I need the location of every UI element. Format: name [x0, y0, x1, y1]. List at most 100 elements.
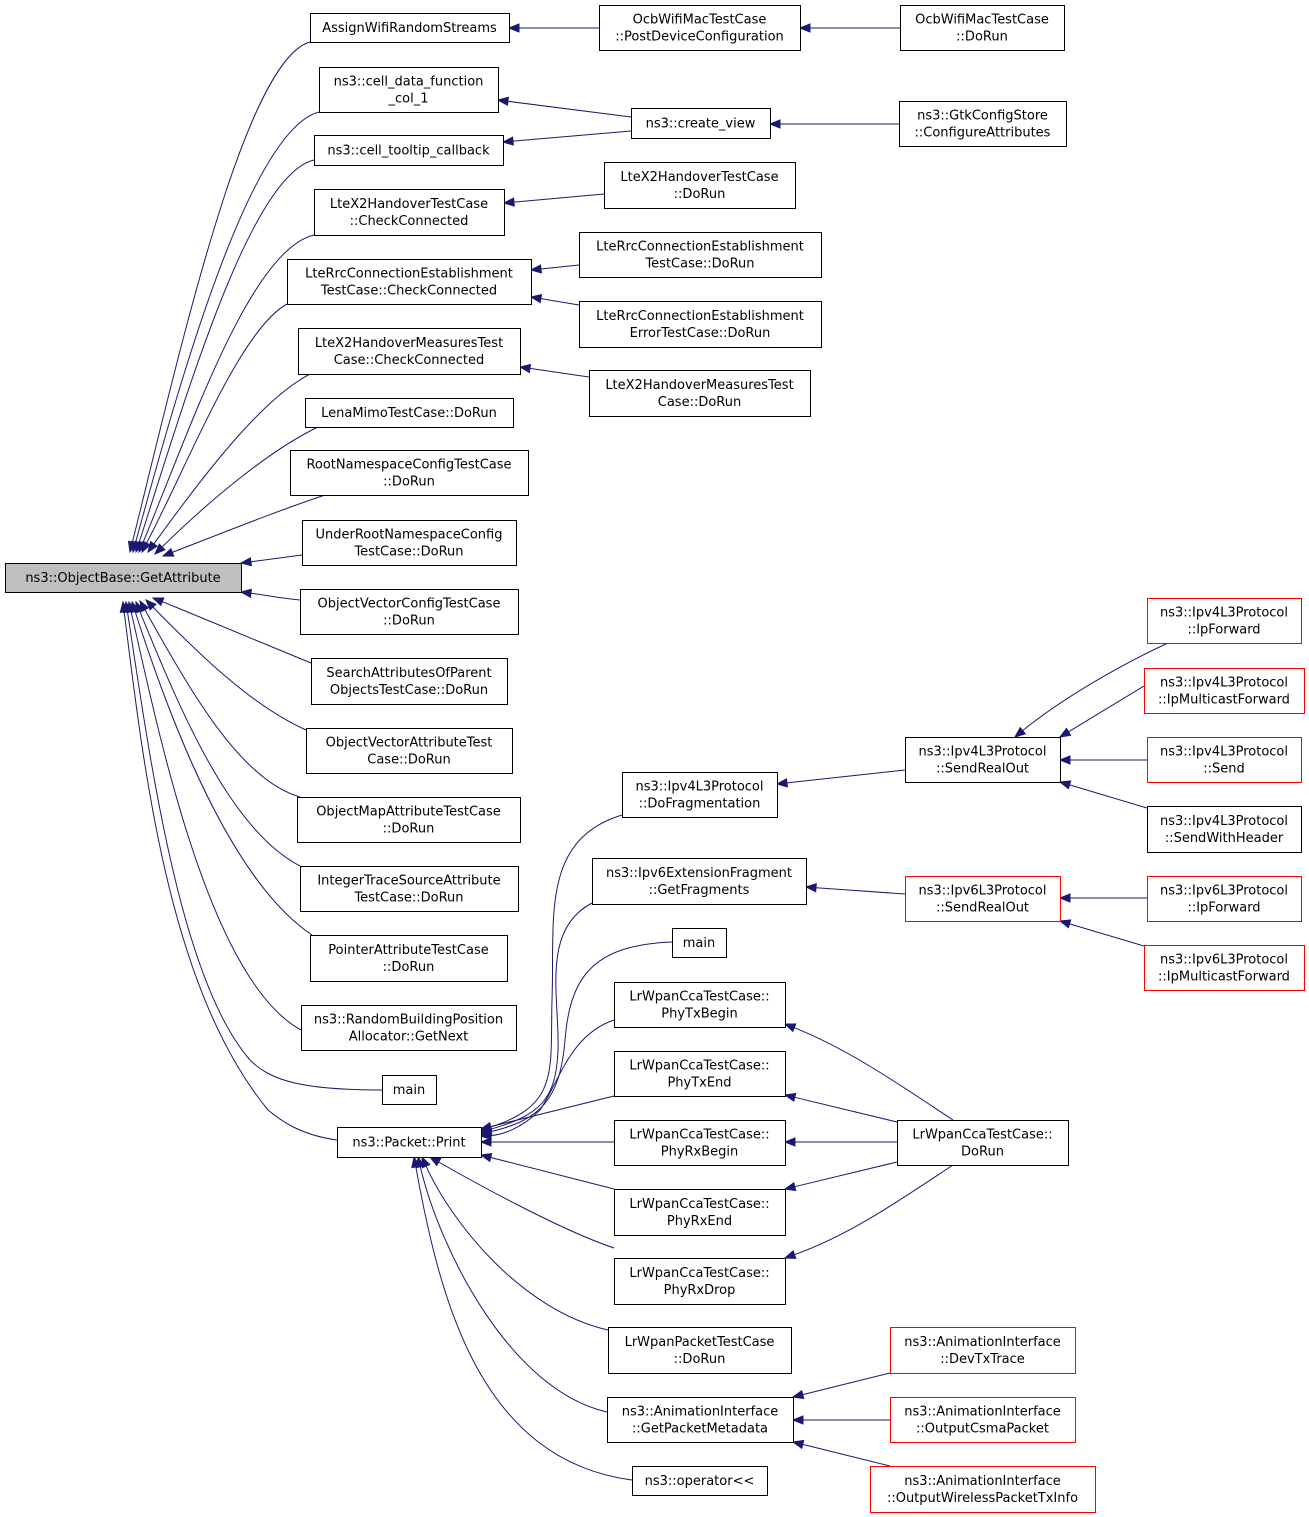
node-ns3-ipv4l3protocol-ipmulticastforward[interactable]: ns3::Ipv4L3Protocol::IpMulticastForward	[1144, 668, 1305, 714]
node-lrwpanccatestcase-phyrxbegin[interactable]: LrWpanCcaTestCase::PhyRxBegin	[614, 1120, 786, 1166]
node-label: ::OutputWirelessPacketTxInfo	[887, 1491, 1078, 1506]
node-lrwpanpackettestcase-dorun[interactable]: LrWpanPacketTestCase::DoRun	[608, 1327, 792, 1374]
arrowhead-icon	[479, 1121, 493, 1132]
node-label: ::CheckConnected	[350, 214, 469, 229]
node-label: Case::DoRun	[658, 395, 741, 410]
node-main[interactable]: main	[382, 1075, 437, 1105]
node-box	[890, 1327, 1076, 1374]
node-label: ns3::create_view	[646, 117, 756, 132]
node-box	[314, 189, 505, 236]
node-box	[905, 876, 1061, 922]
node-assignwifirandomstreams[interactable]: AssignWifiRandomStreams	[310, 13, 510, 43]
node-label: ::GetPacketMetadata	[632, 1422, 768, 1437]
node-lterrcconnectionestablishment-testcase-checkconnected[interactable]: LteRrcConnectionEstablishmentTestCase::C…	[287, 259, 532, 305]
edge-n38-to-n26	[479, 1019, 615, 1141]
node-ns3-ipv4l3protocol-sendrealout[interactable]: ns3::Ipv4L3Protocol::SendRealOut	[905, 737, 1061, 783]
arrowhead-icon	[783, 1092, 797, 1103]
node-ocbwifimactestcase-dorun[interactable]: OcbWifiMacTestCase::DoRun	[900, 5, 1065, 51]
node-ns3-ipv6l3protocol-sendrealout[interactable]: ns3::Ipv6L3Protocol::SendRealOut	[905, 876, 1061, 922]
node-box	[301, 1005, 517, 1051]
node-ltex2handovermeasurestest-case-checkconnected[interactable]: LteX2HandoverMeasuresTestCase::CheckConn…	[298, 328, 521, 375]
edge-n40-to-n26	[479, 1095, 615, 1132]
edge-n44-to-n26	[421, 1155, 609, 1331]
edge-n30-to-n28	[1058, 685, 1145, 738]
node-ns3-ipv6l3protocol-ipmulticastforward[interactable]: ns3::Ipv6L3Protocol::IpMulticastForward	[1144, 945, 1305, 991]
node-integertracesourceattribute-testcase-dorun[interactable]: IntegerTraceSourceAttributeTestCase::DoR…	[300, 866, 519, 912]
node-label: LrWpanCcaTestCase::	[629, 1128, 769, 1143]
node-ns3-ipv4l3protocol-sendwithheader[interactable]: ns3::Ipv4L3Protocol::SendWithHeader	[1147, 806, 1302, 853]
node-ns3-randombuildingposition-allocator-getnext[interactable]: ns3::RandomBuildingPositionAllocator::Ge…	[301, 1005, 517, 1051]
arrowhead-icon	[507, 23, 520, 33]
node-ns3-cell-data-function-col-1[interactable]: ns3::cell_data_function_col_1	[319, 67, 499, 113]
node-label: RootNamespaceConfigTestCase	[306, 458, 511, 473]
node-label: ns3::AnimationInterface	[904, 1405, 1061, 1420]
node-ns3-animationinterface-getpacketmetadata[interactable]: ns3::AnimationInterface::GetPacketMetada…	[607, 1397, 794, 1443]
edge-n32-to-n28	[1058, 780, 1148, 809]
node-label: LteX2HandoverTestCase	[330, 197, 488, 212]
node-lenamimotestcase-dorun[interactable]: LenaMimoTestCase::DoRun	[305, 398, 514, 428]
node-ocbwifimactestcase-postdeviceconfiguration[interactable]: OcbWifiMacTestCase::PostDeviceConfigurat…	[599, 5, 801, 51]
node-ns3-ipv4l3protocol-send[interactable]: ns3::Ipv4L3Protocol::Send	[1147, 737, 1302, 783]
node-objectvectorconfigtestcase-dorun[interactable]: ObjectVectorConfigTestCase::DoRun	[300, 589, 519, 635]
node-box	[1147, 876, 1302, 922]
node-box	[1147, 598, 1302, 644]
node-main[interactable]: main	[672, 928, 727, 958]
node-label: ns3::cell_data_function	[334, 75, 484, 90]
node-box	[1147, 806, 1302, 853]
edge-line	[794, 1161, 898, 1188]
node-ns3-operator[interactable]: ns3::operator<<	[632, 1466, 768, 1496]
node-ns3-ipv6extensionfragment-getfragments[interactable]: ns3::Ipv6ExtensionFragment::GetFragments	[592, 858, 807, 905]
node-lrwpanccatestcase-dorun[interactable]: LrWpanCcaTestCase::DoRun	[897, 1120, 1069, 1166]
node-ns3-create-view[interactable]: ns3::create_view	[631, 108, 771, 139]
edge-line	[138, 159, 315, 543]
node-ns3-animationinterface-outputcsmapacket[interactable]: ns3::AnimationInterface::OutputCsmaPacke…	[890, 1397, 1076, 1443]
node-lterrcconnectionestablishment-errortestcase-dorun[interactable]: LteRrcConnectionEstablishmentErrorTestCa…	[579, 301, 822, 348]
node-searchattributesofparent-objectstestcase-dorun[interactable]: SearchAttributesOfParentObjectsTestCase:…	[311, 658, 508, 705]
node-label: ::DoFragmentation	[639, 797, 761, 812]
node-label: UnderRootNamespaceConfig	[315, 528, 502, 543]
node-lrwpanccatestcase-phyrxdrop[interactable]: LrWpanCcaTestCase::PhyRxDrop	[614, 1258, 786, 1305]
node-label: ns3::AnimationInterface	[622, 1405, 779, 1420]
node-label: ns3::Ipv4L3Protocol	[1160, 606, 1288, 621]
node-ltex2handovertestcase-dorun[interactable]: LteX2HandoverTestCase::DoRun	[604, 162, 796, 209]
node-label: ::IpForward	[1187, 623, 1260, 638]
arrowhead-icon	[502, 197, 515, 207]
node-lterrcconnectionestablishment-testcase-dorun[interactable]: LteRrcConnectionEstablishmentTestCase::D…	[579, 232, 822, 278]
node-ltex2handovertestcase-checkconnected[interactable]: LteX2HandoverTestCase::CheckConnected	[314, 189, 505, 236]
edge-n47-to-n45	[791, 1415, 890, 1425]
node-ns3-ipv4l3protocol-dofragmentation[interactable]: ns3::Ipv4L3Protocol::DoFragmentation	[622, 772, 778, 818]
node-label: ::GetFragments	[649, 883, 750, 898]
edge-line	[153, 373, 311, 545]
node-box	[311, 658, 508, 705]
node-ns3-animationinterface-devtxtrace[interactable]: ns3::AnimationInterface::DevTxTrace	[890, 1327, 1076, 1374]
node-label: ns3::Ipv6L3Protocol	[1160, 884, 1288, 899]
node-ns3-gtkconfigstore-configureattributes[interactable]: ns3::GtkConfigStore::ConfigureAttributes	[899, 101, 1067, 147]
edge-line	[438, 1161, 615, 1249]
node-ns3-animationinterface-outputwirelesspackettxinfo[interactable]: ns3::AnimationInterface::OutputWirelessP…	[870, 1466, 1096, 1513]
node-label: PointerAttributeTestCase	[328, 943, 488, 958]
arrowhead-icon	[518, 363, 532, 374]
node-objectmapattributetestcase-dorun[interactable]: ObjectMapAttributeTestCase::DoRun	[297, 797, 521, 843]
node-label: ::DoRun	[674, 187, 726, 202]
arrowhead-icon	[239, 588, 252, 598]
node-lrwpanccatestcase-phyrxend[interactable]: LrWpanCcaTestCase::PhyRxEnd	[614, 1189, 786, 1236]
node-label: ::DoRun	[383, 822, 435, 837]
edge-line	[490, 814, 623, 1128]
node-pointerattributetestcase-dorun[interactable]: PointerAttributeTestCase::DoRun	[310, 935, 508, 982]
node-ns3-cell-tooltip-callback[interactable]: ns3::cell_tooltip_callback	[314, 135, 504, 166]
node-ns3-ipv6l3protocol-ipforward[interactable]: ns3::Ipv6L3Protocol::IpForward	[1147, 876, 1302, 922]
node-ns3-packet-print[interactable]: ns3::Packet::Print	[337, 1127, 482, 1158]
node-label: ::SendRealOut	[936, 901, 1029, 916]
node-lrwpanccatestcase-phytxend[interactable]: LrWpanCcaTestCase::PhyTxEnd	[614, 1051, 786, 1097]
edge-n2-to-n1	[507, 23, 599, 33]
node-rootnamespaceconfigtestcase-dorun[interactable]: RootNamespaceConfigTestCase::DoRun	[290, 450, 529, 496]
edge-line	[123, 611, 338, 1141]
node-box	[614, 1051, 786, 1097]
node-label: AssignWifiRandomStreams	[322, 21, 497, 36]
node-lrwpanccatestcase-phytxbegin[interactable]: LrWpanCcaTestCase::PhyTxBegin	[614, 982, 786, 1028]
node-ns3-objectbase-getattribute[interactable]: ns3::ObjectBase::GetAttribute	[5, 563, 242, 593]
node-ns3-ipv4l3protocol-ipforward[interactable]: ns3::Ipv4L3Protocol::IpForward	[1147, 598, 1302, 644]
